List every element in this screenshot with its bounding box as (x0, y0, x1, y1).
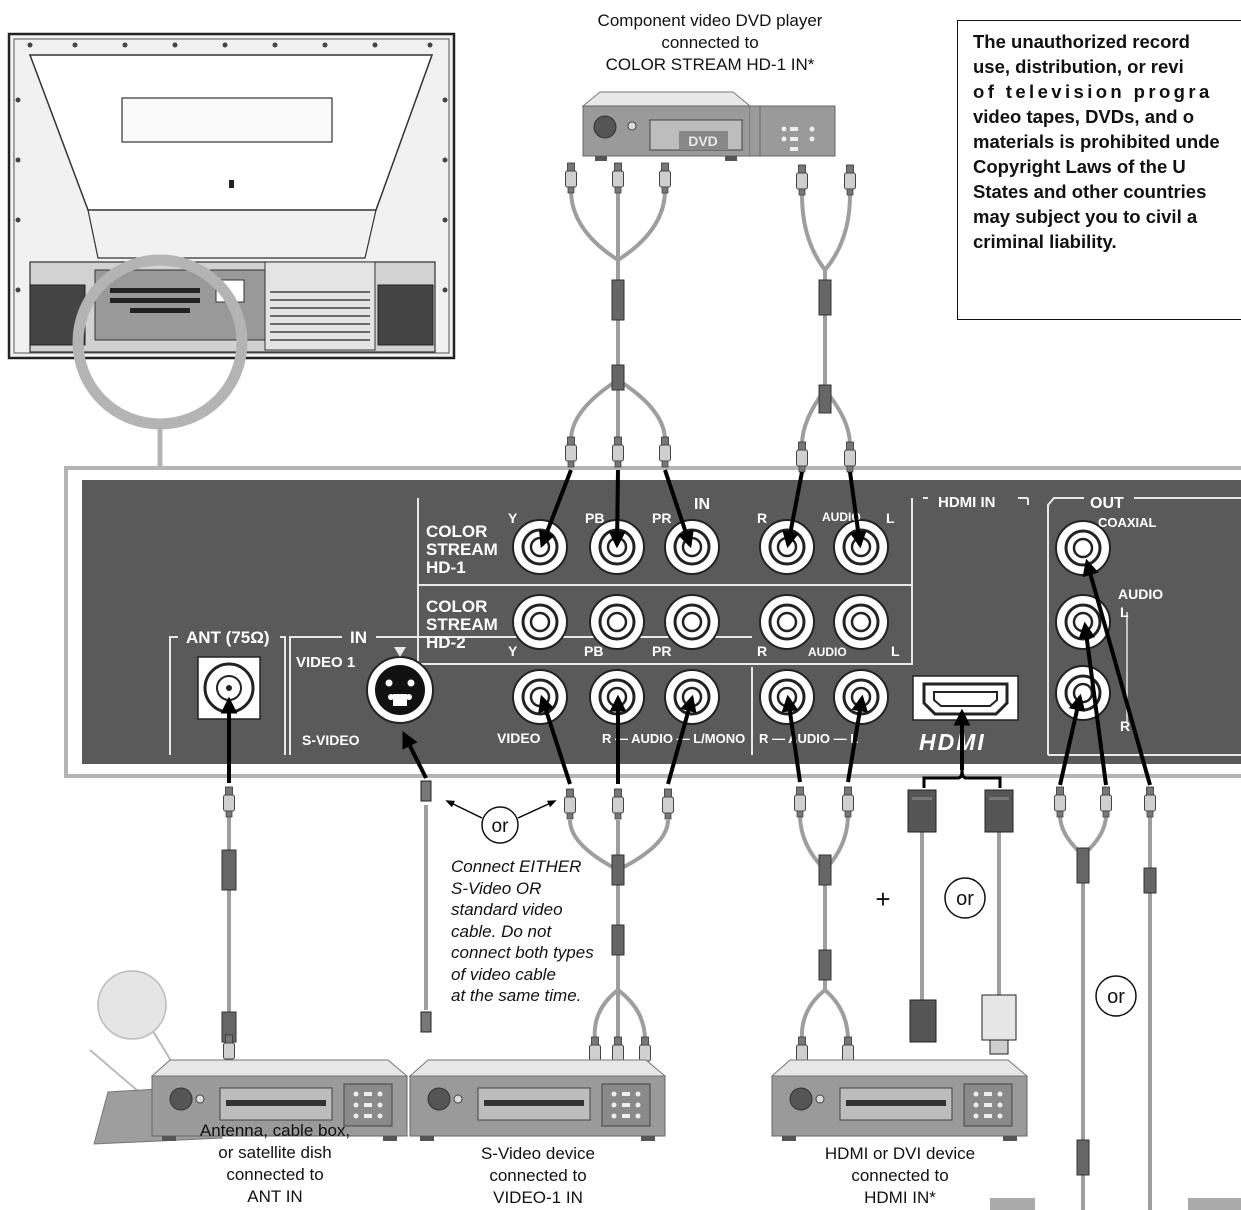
audio-label-2: AUDIO (808, 645, 847, 659)
out-audio-label: AUDIO (1118, 586, 1163, 602)
plus-sign: + (875, 884, 890, 914)
hdmi-logo: HDMI (919, 729, 986, 755)
pr-label-top: PR (652, 510, 671, 526)
connection-arrows (220, 469, 1152, 786)
pr-label-2: PR (652, 643, 671, 659)
pb-label-2: PB (584, 643, 603, 659)
l-label-2: L (891, 643, 900, 659)
or-bubble-video: or (492, 816, 510, 837)
in-left-label: IN (350, 628, 367, 647)
svideo-device (409, 1059, 666, 1142)
pb-label-top: PB (585, 510, 604, 526)
svideo-label: S-VIDEO (302, 732, 360, 748)
r-audio-lmono-label: R — AUDIO — L/MONO (602, 731, 745, 746)
cs2-label-line3: HD-2 (426, 633, 466, 652)
antenna-caption: Antenna, cable box, or satellite dish co… (199, 1121, 351, 1206)
or-bubble-out: or (1107, 986, 1125, 1008)
out-r-label: R (1120, 718, 1130, 734)
copyright-warning: The unauthorized record use, distributio… (957, 20, 1241, 320)
in-top-label: IN (694, 496, 710, 513)
or-bubble-hdmi: or (956, 888, 974, 910)
cs1-label-line2: STREAM (426, 540, 498, 559)
coaxial-label: COAXIAL (1098, 515, 1157, 530)
l-label-top: L (886, 510, 895, 526)
r-label-top: R (757, 510, 767, 526)
video-label: VIDEO (497, 730, 541, 746)
cs1-label-line1: COLOR (426, 522, 487, 541)
audio-label-top: AUDIO (822, 510, 861, 524)
svideo-caption: S-Video device connected to VIDEO-1 IN (480, 1144, 596, 1207)
hdmi-device (771, 1059, 1028, 1142)
r-audio-l-label: R — AUDIO — L (759, 731, 858, 746)
out-label: OUT (1090, 495, 1124, 512)
cs2-label-line1: COLOR (426, 597, 487, 616)
ant-label: ANT (75Ω) (186, 628, 270, 647)
video-cable-note: Connect EITHER S-Video OR standard video… (451, 857, 594, 1005)
dvd-player: DVD (581, 91, 831, 161)
dvd-caption: Component video DVD player connected to … (597, 11, 823, 74)
connection-panel (64, 466, 1241, 778)
hdmi-caption: HDMI or DVI device connected to HDMI IN* (824, 1144, 976, 1207)
dvd-text: DVD (688, 133, 718, 149)
y-label-top: Y (508, 510, 518, 526)
cs1-label-line3: HD-1 (426, 558, 466, 577)
video1-label: VIDEO 1 (296, 654, 355, 671)
r-label-2: R (757, 643, 767, 659)
hdmi-in-label: HDMI IN (938, 494, 996, 511)
tv-rear-view (7, 32, 456, 360)
cs2-label-line2: STREAM (426, 615, 498, 634)
out-l-label: L (1120, 604, 1129, 620)
y-label-2: Y (508, 643, 518, 659)
